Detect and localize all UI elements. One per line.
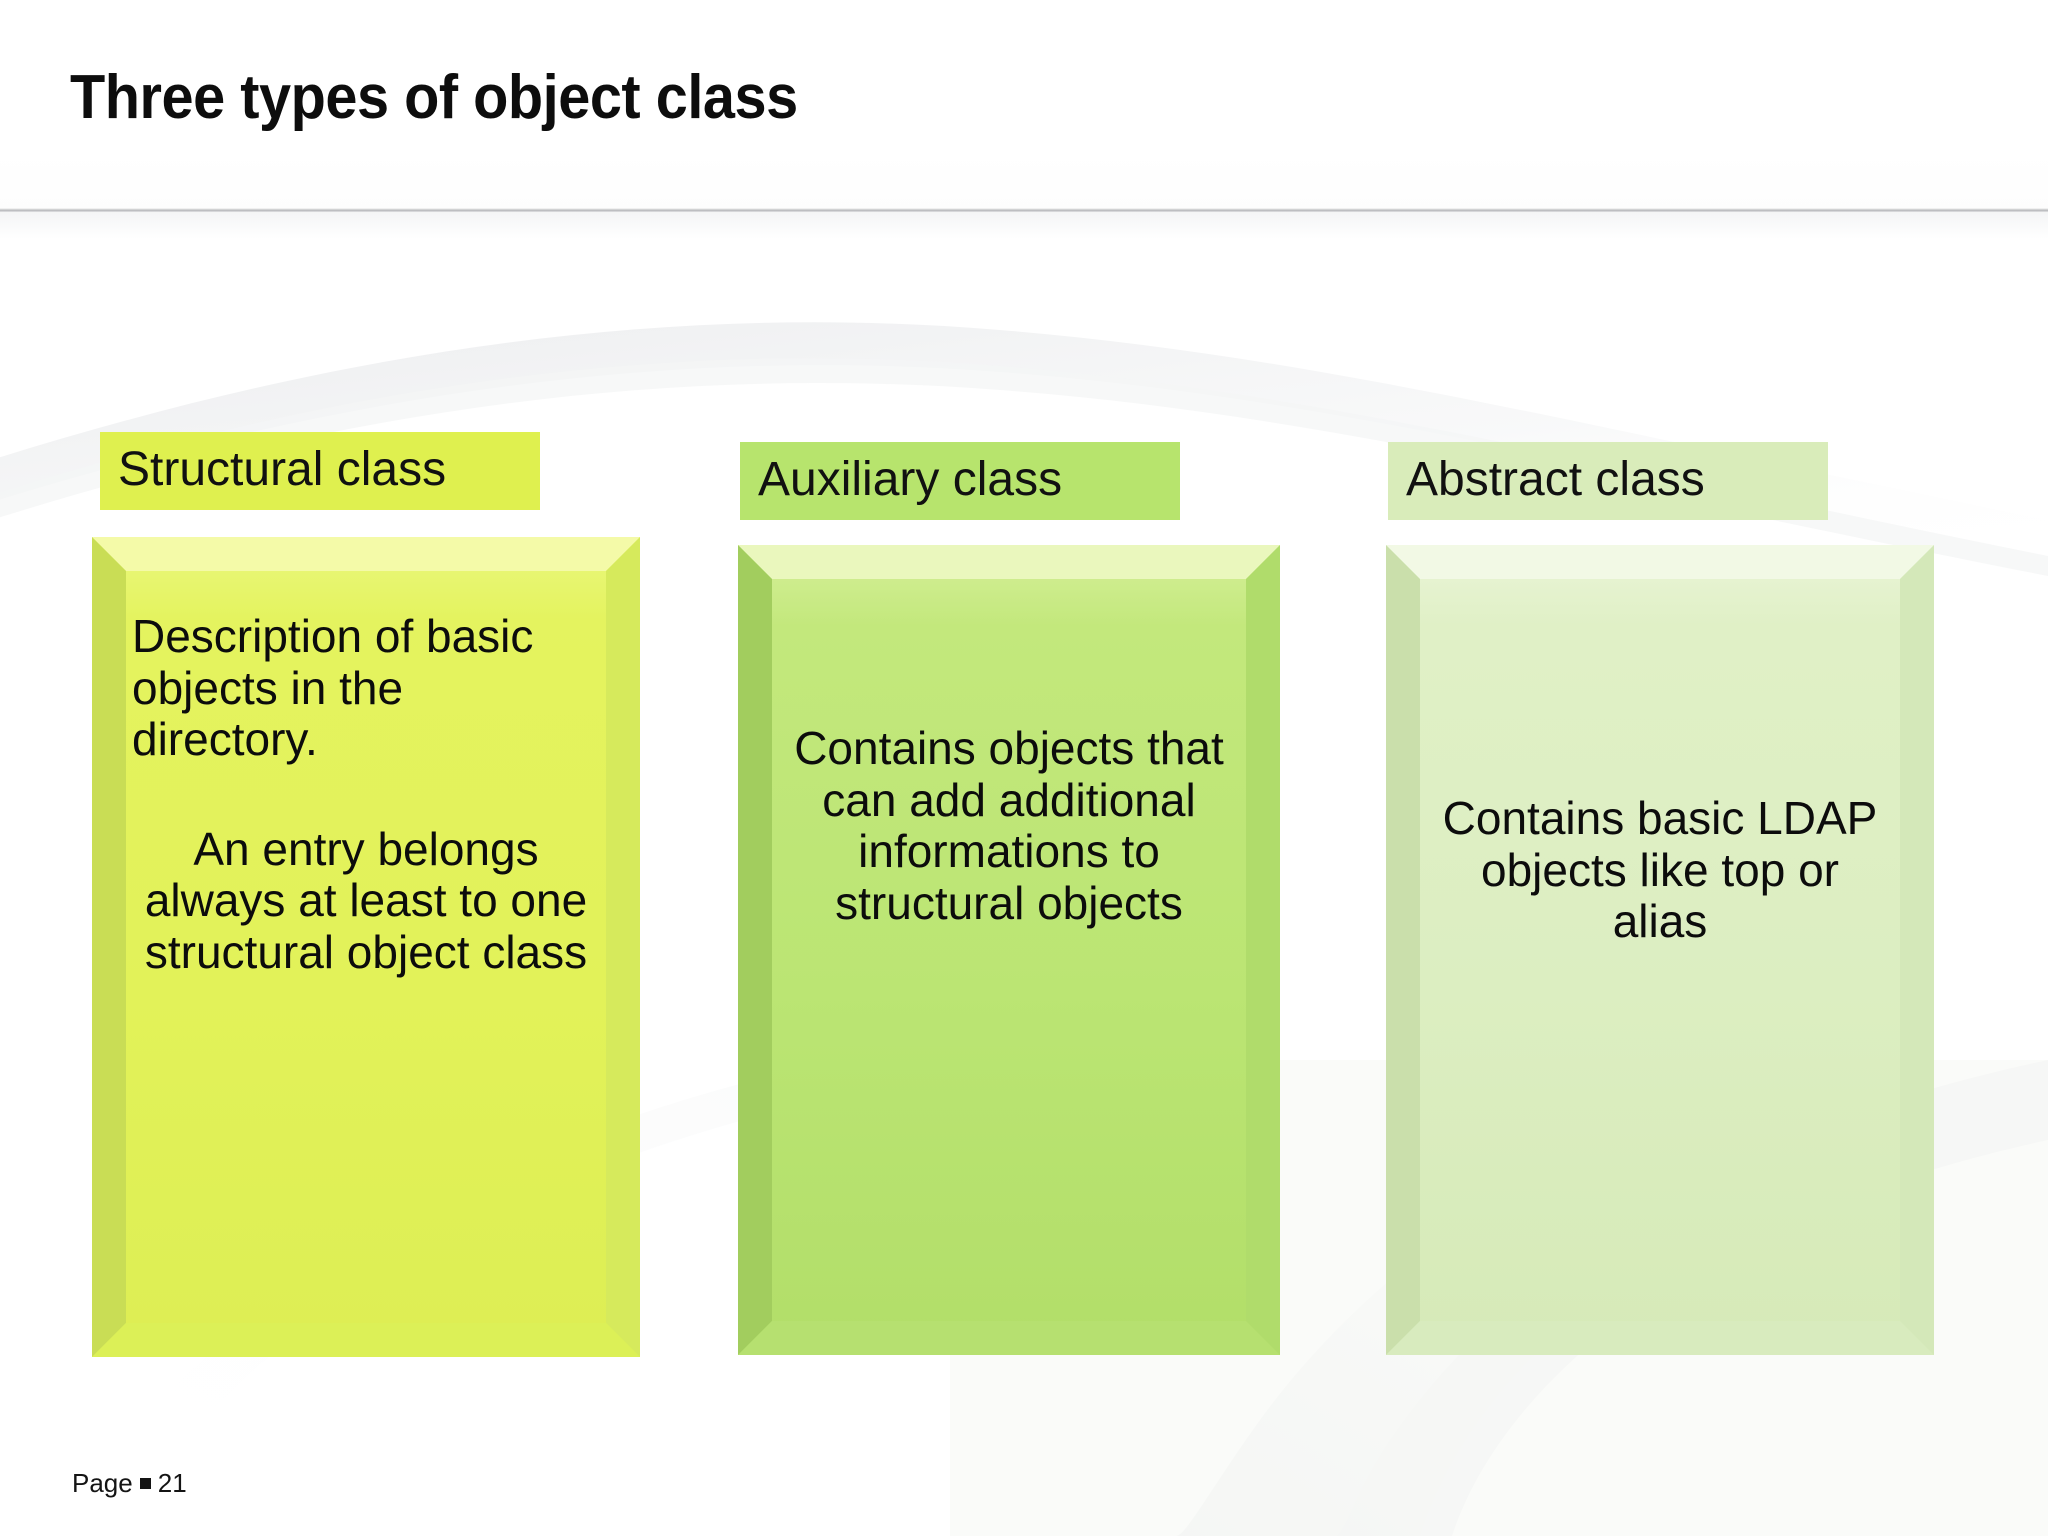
structural-paragraph-gap (132, 766, 600, 824)
auxiliary-box-bevel-left (738, 545, 772, 1355)
auxiliary-box-body (738, 545, 1280, 1355)
class-label-abstract: Abstract class (1388, 442, 1828, 520)
header-divider-rule (0, 208, 2048, 213)
square-bullet-icon (139, 1478, 151, 1490)
class-label-auxiliary-text: Auxiliary class (758, 453, 1063, 506)
abstract-box-bevel-left (1386, 545, 1420, 1355)
slide-footer: Page 21 (72, 1468, 187, 1499)
slide-header-band (0, 0, 2048, 212)
class-label-abstract-text: Abstract class (1406, 453, 1705, 506)
abstract-paragraph-1: Contains basic LDAP objects like top or … (1442, 792, 1878, 948)
auxiliary-box-content: Contains objects that can add additional… (738, 722, 1280, 929)
structural-box-bevel-top (92, 537, 640, 571)
abstract-box-bevel-top (1386, 545, 1934, 579)
abstract-box-content: Contains basic LDAP objects like top or … (1386, 792, 1934, 948)
footer-page-label: Page (72, 1468, 133, 1498)
abstract-class-box: Contains basic LDAP objects like top or … (1386, 545, 1934, 1355)
abstract-box-bevel-bottom (1386, 1321, 1934, 1355)
footer-page-number: 21 (157, 1468, 187, 1498)
page-title: Three types of object class (70, 63, 798, 132)
abstract-box-body (1386, 545, 1934, 1355)
structural-box-bevel-bottom (92, 1323, 640, 1357)
structural-paragraph-1: Description of basic objects in the dire… (132, 610, 534, 766)
class-label-structural: Structural class (100, 432, 540, 510)
abstract-box-bevel-right (1900, 545, 1934, 1355)
auxiliary-class-box: Contains objects that can add additional… (738, 545, 1280, 1355)
auxiliary-box-bevel-bottom (738, 1321, 1280, 1355)
structural-class-box: Description of basic objects in the dire… (92, 537, 640, 1357)
class-label-structural-text: Structural class (118, 443, 447, 496)
auxiliary-box-bevel-top (738, 545, 1280, 579)
structural-box-content: Description of basic objects in the dire… (92, 610, 640, 978)
auxiliary-paragraph-1: Contains objects that can add additional… (794, 722, 1224, 929)
class-label-auxiliary: Auxiliary class (740, 442, 1180, 520)
structural-paragraph-2: An entry belongs always at least to one … (144, 822, 588, 978)
header-divider-glow (0, 213, 2048, 239)
auxiliary-box-bevel-right (1246, 545, 1280, 1355)
